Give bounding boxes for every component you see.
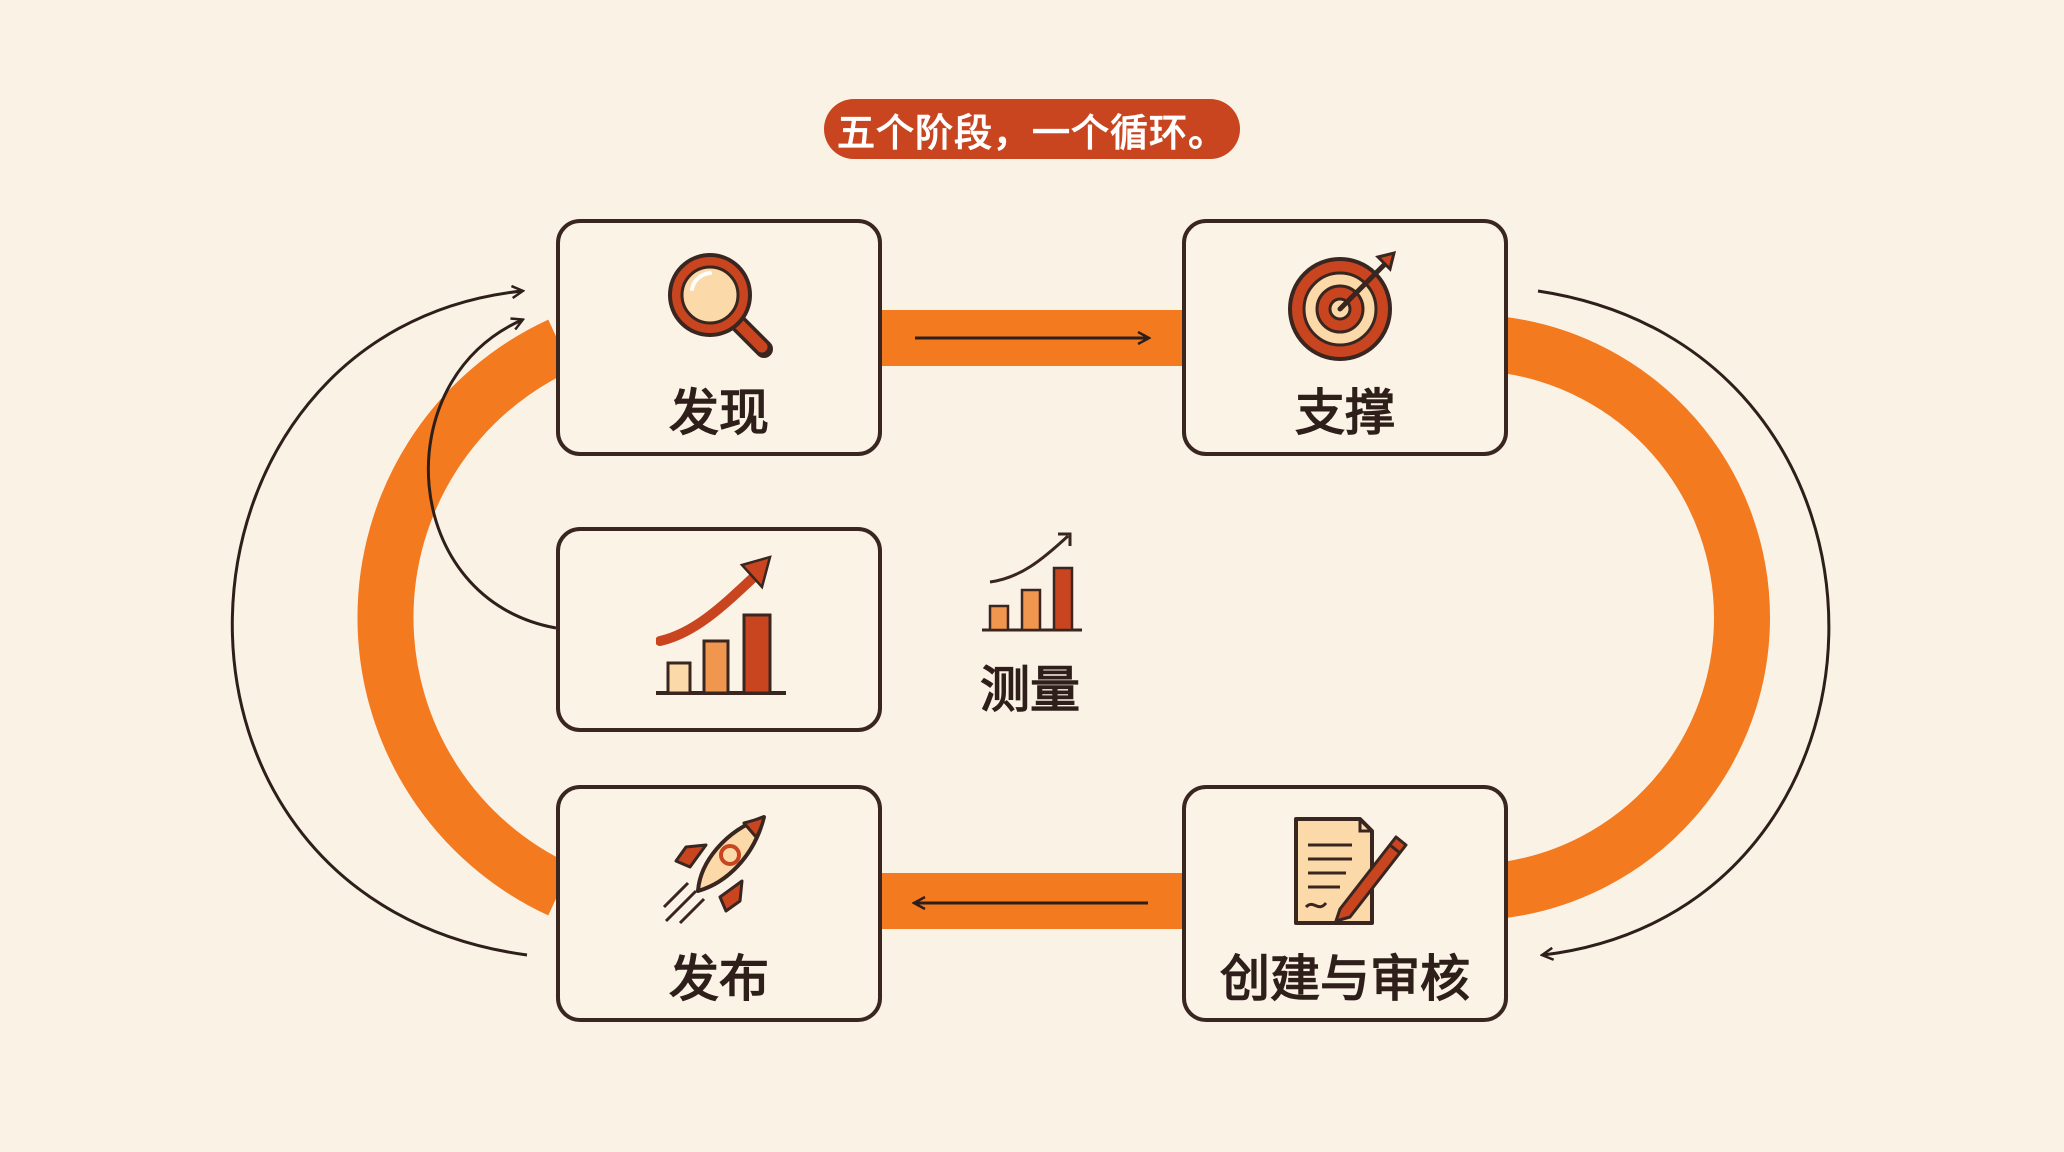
stage-label-measure: 测量: [980, 661, 1080, 719]
arc-arrow-support-to-create: [1537, 289, 1831, 955]
stage-card-discover: 发现: [556, 219, 882, 456]
rocket-icon: [662, 815, 766, 925]
arc-arrow-publish-to-discover: [230, 291, 528, 957]
title-badge: 五个阶段，一个循环。: [824, 99, 1240, 159]
arc-arrow-measure-to-discover: [427, 320, 557, 630]
stage-card-create-review: 创建与审核: [1182, 785, 1508, 1022]
target-icon: [1288, 250, 1397, 361]
title-text: 五个阶段，一个循环。: [836, 110, 1227, 155]
small-growth-chart-icon: [982, 532, 1082, 632]
stage-label-create-review: 创建与审核: [1220, 950, 1470, 1008]
stage-card-publish: 发布: [556, 785, 882, 1022]
stage-label-publish: 发布: [669, 950, 769, 1008]
growth-chart-icon: [656, 555, 786, 695]
stage-label-discover: 发现: [669, 384, 769, 442]
stage-label-support: 支撑: [1295, 384, 1395, 442]
document-pen-icon: [1294, 817, 1408, 925]
stage-card-measure: [556, 527, 882, 732]
magnifier-icon: [668, 253, 773, 358]
stage-card-support: 支撑: [1182, 219, 1508, 456]
